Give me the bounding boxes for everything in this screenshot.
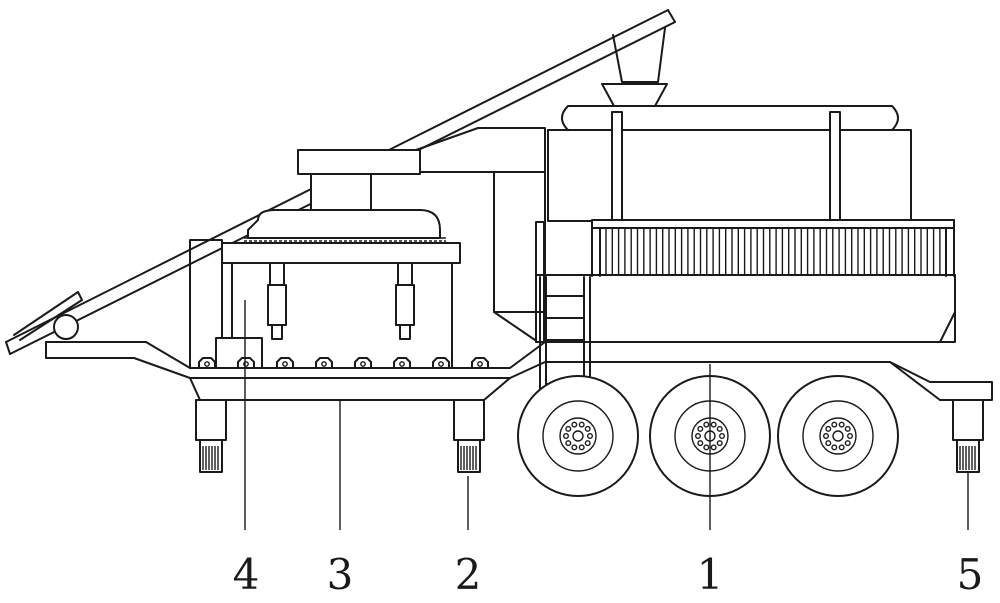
railing — [591, 219, 955, 277]
callout-5: 5 — [956, 550, 984, 599]
bolt-hole — [243, 361, 249, 367]
lug-nut — [710, 421, 717, 428]
tail-pulley — [53, 314, 79, 340]
lug-nut — [563, 433, 570, 440]
lug-nut — [703, 421, 710, 428]
lug-nut — [838, 421, 845, 428]
bolt-hole — [360, 361, 366, 367]
lug-nut — [578, 444, 585, 451]
axle — [572, 430, 584, 442]
hopper — [547, 83, 912, 223]
callout-1: 1 — [696, 550, 724, 599]
lug-nut — [716, 440, 723, 447]
lug-nut — [710, 444, 717, 451]
bolt — [198, 357, 216, 369]
lug-nut — [825, 440, 832, 447]
lug-nut — [587, 433, 594, 440]
lug-nut — [719, 433, 726, 440]
lug-nut — [565, 425, 572, 432]
wheel — [517, 375, 639, 497]
hub — [819, 417, 857, 455]
leg-column — [952, 399, 984, 441]
callout-3: 3 — [326, 550, 354, 599]
support-leg — [952, 399, 984, 473]
axle — [832, 430, 844, 442]
tyre — [517, 375, 639, 497]
crusher-housing — [189, 127, 546, 369]
callout-2: 2 — [454, 550, 482, 599]
rim — [542, 400, 614, 472]
lug-nut — [571, 444, 578, 451]
lug-nut — [697, 440, 704, 447]
lug-nut — [825, 425, 832, 432]
bolt — [471, 357, 489, 369]
lug-nut — [571, 421, 578, 428]
bolt-hole — [399, 361, 405, 367]
bolt-hole — [438, 361, 444, 367]
lug-nut — [565, 440, 572, 447]
lug-nut — [847, 433, 854, 440]
bolt-hole — [477, 361, 483, 367]
lug-nut — [823, 433, 830, 440]
wheel-set — [517, 375, 899, 497]
callout-4: 4 — [232, 550, 260, 599]
support-leg — [195, 399, 227, 473]
lug-nut — [831, 421, 838, 428]
leader-lines — [244, 300, 969, 530]
bolt-hole — [204, 361, 210, 367]
bolt-hole — [321, 361, 327, 367]
bolt — [432, 357, 450, 369]
outrigger-legs — [195, 399, 984, 473]
hydraulic-cylinders — [267, 262, 415, 340]
lug-nut — [703, 444, 710, 451]
lug-nut — [584, 425, 591, 432]
lug-nut — [578, 421, 585, 428]
tyre — [777, 375, 899, 497]
leg-column — [453, 399, 485, 441]
bolt — [315, 357, 333, 369]
lug-nut — [695, 433, 702, 440]
lug-nut — [697, 425, 704, 432]
bolt — [237, 357, 255, 369]
bolt-row — [198, 357, 489, 369]
lug-nut — [844, 440, 851, 447]
lug-nut — [584, 440, 591, 447]
wheel — [777, 375, 899, 497]
rim — [802, 400, 874, 472]
leg-column — [195, 399, 227, 441]
lug-nut — [716, 425, 723, 432]
hub — [559, 417, 597, 455]
support-leg — [453, 399, 485, 473]
bolt — [393, 357, 411, 369]
lug-nut — [844, 425, 851, 432]
lug-nut — [838, 444, 845, 451]
bolt — [354, 357, 372, 369]
bolt-hole — [282, 361, 288, 367]
lug-nut — [831, 444, 838, 451]
bolt — [276, 357, 294, 369]
